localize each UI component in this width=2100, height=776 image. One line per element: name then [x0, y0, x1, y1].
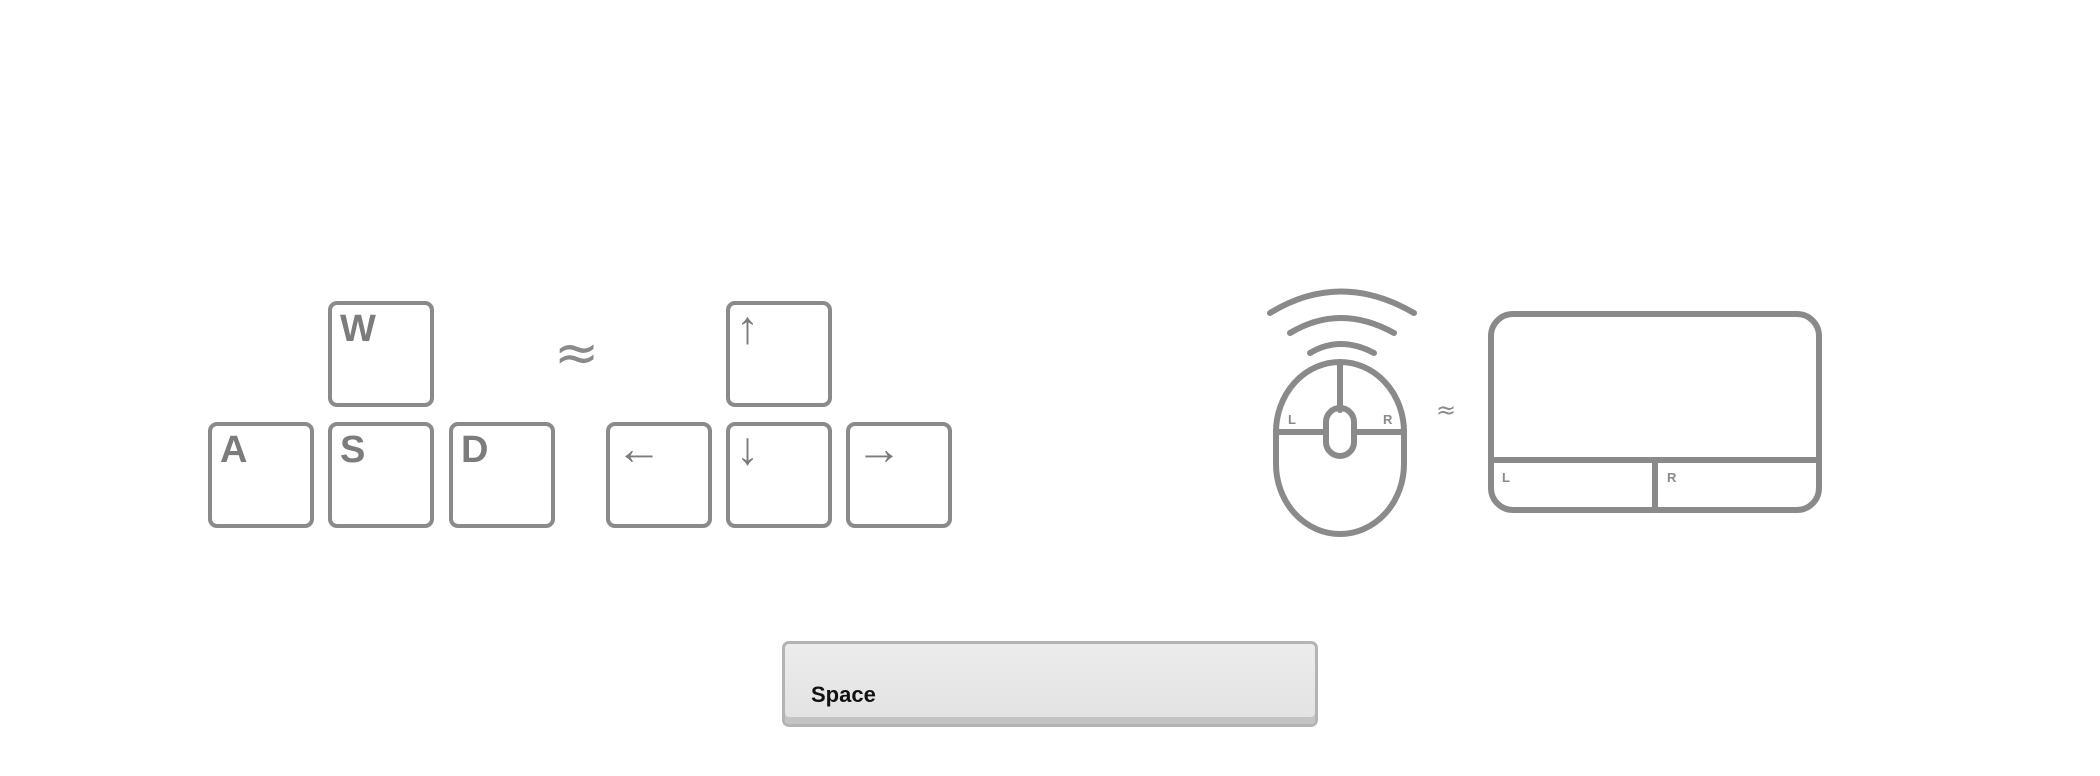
key-arrow-right[interactable]: →: [846, 422, 952, 528]
key-s-label: S: [340, 429, 366, 471]
key-d-label: D: [461, 429, 489, 471]
arrow-left-icon: ←: [616, 422, 662, 474]
key-arrow-down[interactable]: ↓: [726, 422, 832, 528]
arrow-right-icon: →: [856, 422, 902, 474]
mouse-left-label: L: [1288, 412, 1296, 427]
arrow-up-icon: ↑: [736, 301, 759, 353]
key-arrow-left[interactable]: ←: [606, 422, 712, 528]
key-a[interactable]: A: [208, 422, 314, 528]
touchpad-right-label: R: [1667, 470, 1677, 485]
key-d[interactable]: D: [449, 422, 555, 528]
pointer-equivalence-symbol: ≈: [1436, 396, 1457, 424]
key-w-label: W: [340, 308, 376, 350]
space-key[interactable]: Space: [782, 641, 1318, 727]
key-a-label: A: [220, 429, 248, 471]
space-key-label: Space: [811, 682, 876, 707]
mouse-right-label: R: [1383, 412, 1393, 427]
key-arrow-up[interactable]: ↑: [726, 301, 832, 407]
touchpad-left-label: L: [1502, 470, 1510, 485]
keyboard-equivalence-symbol: ≈: [554, 321, 600, 384]
key-s[interactable]: S: [328, 422, 434, 528]
arrow-down-icon: ↓: [736, 422, 759, 474]
key-w[interactable]: W: [328, 301, 434, 407]
